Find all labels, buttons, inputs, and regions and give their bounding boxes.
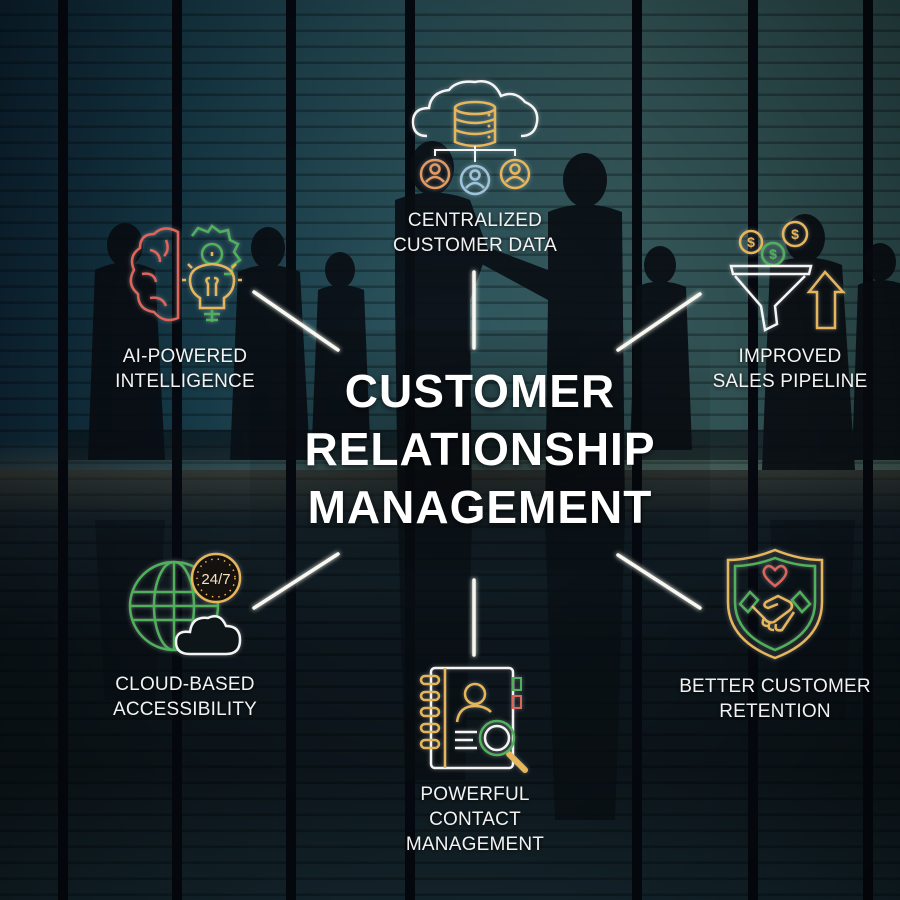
clock-badge-24-7: 24/7: [190, 552, 242, 604]
feature-label: AI-POWERED INTELLIGENCE: [90, 344, 280, 394]
feature-cloud-based-accessibility: 24/7 CLOUD-BASED ACCESSIBILITY: [85, 548, 285, 722]
label-line: POWERFUL: [420, 784, 530, 805]
label-line: INTELLIGENCE: [115, 371, 255, 392]
feature-ai-powered-intelligence: AI-POWERED INTELLIGENCE: [90, 222, 280, 394]
label-line: AI-POWERED: [122, 346, 248, 367]
label-line: CENTRALIZED: [407, 210, 543, 231]
brain-gear-lightbulb-icon: [129, 224, 242, 322]
title-line-3: MANAGEMENT: [307, 481, 653, 533]
svg-text:$: $: [747, 234, 755, 250]
label-line: BETTER CUSTOMER: [679, 676, 871, 697]
feature-label: CLOUD-BASED ACCESSIBILITY: [85, 672, 285, 722]
feature-centralized-customer-data: CENTRALIZED CUSTOMER DATA: [370, 78, 580, 258]
label-line: IMPROVED: [738, 346, 842, 367]
label-line: CLOUD-BASED: [115, 674, 255, 695]
feature-label: BETTER CUSTOMER RETENTION: [660, 674, 890, 724]
address-book-magnifier-icon: [419, 666, 528, 773]
page-title: CUSTOMER RELATIONSHIP MANAGEMENT: [230, 362, 730, 536]
label-line: SALES PIPELINE: [712, 371, 868, 392]
label-line: CONTACT: [429, 809, 521, 830]
svg-text:$: $: [791, 226, 799, 242]
funnel-coins-arrow-icon: $ $ $: [729, 220, 846, 332]
svg-text:$: $: [769, 246, 777, 262]
label-line: MANAGEMENT: [405, 834, 545, 855]
shield-handshake-heart-icon: [726, 548, 824, 660]
title-line-2: RELATIONSHIP: [304, 423, 656, 475]
feature-powerful-contact-management: POWERFUL CONTACT MANAGEMENT: [380, 662, 570, 857]
feature-label: CENTRALIZED CUSTOMER DATA: [370, 208, 580, 258]
feature-better-customer-retention: BETTER CUSTOMER RETENTION: [660, 546, 890, 724]
svg-text:24/7: 24/7: [201, 571, 230, 588]
feature-improved-sales-pipeline: $ $ $ IMPROVED SALES PIPELINE: [690, 220, 890, 394]
title-line-1: CUSTOMER: [344, 365, 616, 417]
label-line: RETENTION: [719, 701, 831, 722]
cloud-database-users-icon: [411, 80, 539, 196]
label-line: ACCESSIBILITY: [112, 699, 258, 720]
feature-label: POWERFUL CONTACT MANAGEMENT: [380, 782, 570, 857]
feature-label: IMPROVED SALES PIPELINE: [690, 344, 890, 394]
title-backdrop: [250, 330, 710, 570]
globe-clock-cloud-icon: 24/7: [128, 552, 242, 656]
label-line: CUSTOMER DATA: [392, 235, 558, 256]
